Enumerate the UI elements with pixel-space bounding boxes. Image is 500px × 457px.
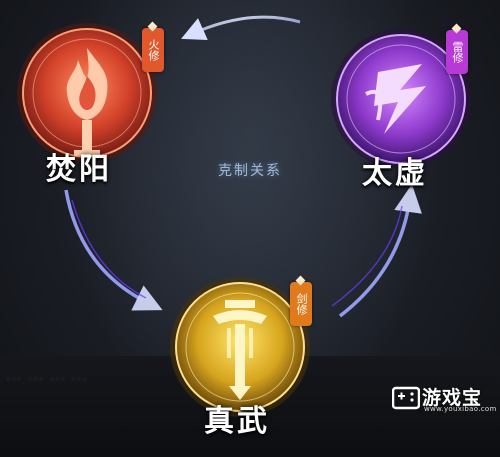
school-name-zhenwu: 真武 bbox=[204, 404, 270, 439]
lightning-icon bbox=[365, 64, 426, 134]
blurred-background-text: ··· ··· ··· ··· bbox=[6, 372, 88, 388]
emblem-taixu[interactable] bbox=[326, 24, 476, 174]
arrow-zhenwu-to-taixu bbox=[338, 184, 422, 318]
watermark-brand: 游戏宝 bbox=[422, 387, 483, 409]
school-name-taixu: 太虚 bbox=[362, 156, 428, 191]
watermark-url: www.youxibao.com bbox=[424, 405, 497, 413]
flame-icon bbox=[66, 48, 108, 156]
center-label: 克制关系 bbox=[218, 163, 282, 179]
badge-zhenwu: 剑修 bbox=[290, 282, 312, 326]
arrow-taixu-to-fenyang bbox=[181, 15, 301, 41]
emblem-zhenwu[interactable] bbox=[165, 272, 315, 422]
badge-fenyang: 火修 bbox=[142, 28, 164, 72]
watermark: 游戏宝 www.youxibao.com bbox=[392, 383, 498, 413]
sword-icon bbox=[213, 300, 267, 400]
emblem-fenyang[interactable] bbox=[12, 18, 162, 168]
gamepad-logo-icon bbox=[392, 386, 420, 410]
school-name-fenyang: 焚阳 bbox=[46, 152, 112, 187]
arrow-fenyang-to-zhenwu bbox=[64, 189, 163, 311]
badge-taixu: 雷修 bbox=[446, 30, 468, 74]
